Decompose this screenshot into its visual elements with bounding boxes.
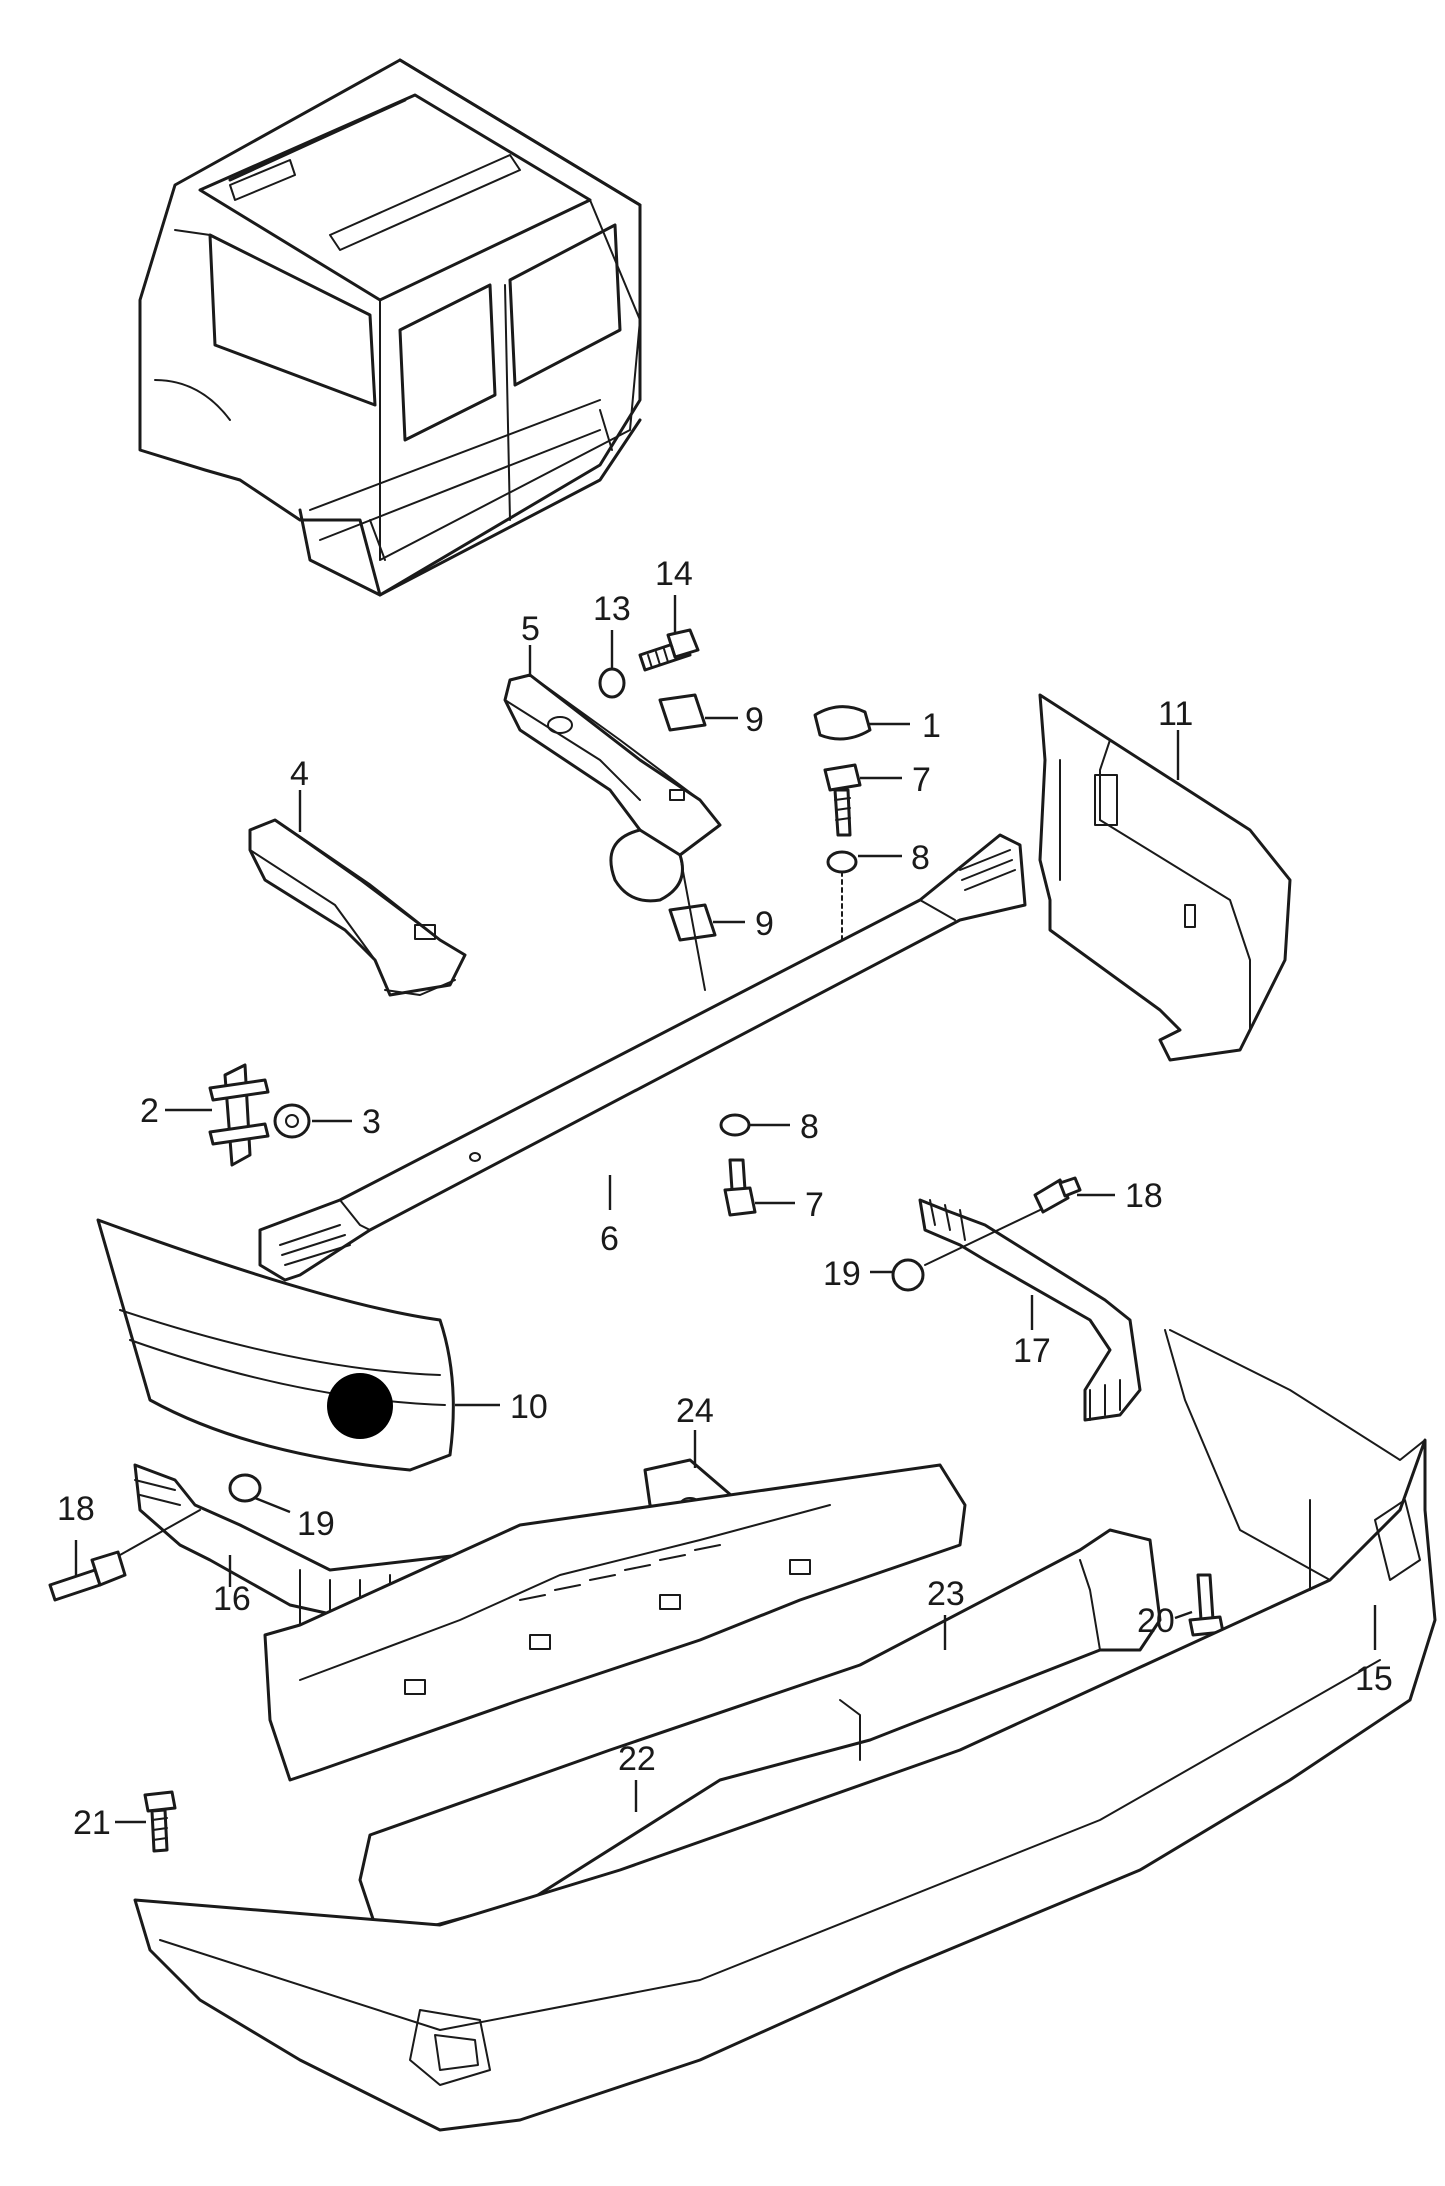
part-2-stud-plate [208, 1063, 270, 1167]
part-4-bracket [248, 818, 467, 997]
callout-9-top: 9 [745, 701, 764, 739]
callout-4: 4 [290, 755, 309, 793]
part-8-washer-lower [719, 1113, 751, 1137]
van-illustration [138, 58, 642, 597]
part-14-bolt [638, 628, 700, 672]
highlight-marker [327, 1373, 393, 1439]
callout-8-top: 8 [911, 839, 930, 877]
callout-13: 13 [593, 590, 631, 628]
part-7-bolt [823, 763, 862, 837]
callout-19-right: 19 [823, 1255, 861, 1293]
callout-labels: 1 2 3 4 5 6 7 7 8 8 9 9 10 11 13 14 15 1… [57, 555, 1393, 1842]
guide-axis-right [924, 1209, 1041, 1266]
part-6-bumper-beam [258, 833, 1027, 1282]
part-1-cap [813, 705, 872, 741]
callout-18-right: 18 [1125, 1177, 1163, 1215]
callout-7-top: 7 [912, 761, 931, 799]
callout-19-left: 19 [297, 1505, 335, 1543]
part-19-grommet-left [228, 1473, 262, 1503]
part-20-screw [1188, 1573, 1225, 1637]
part-7-bolt-lower [723, 1158, 757, 1217]
callout-9-bottom: 9 [755, 905, 774, 943]
guide-axis-left [119, 1509, 201, 1556]
callout-24: 24 [676, 1392, 714, 1430]
clip-axis-line [679, 854, 706, 991]
part-15-bumper-cover [133, 1329, 1437, 2132]
callout-2: 2 [140, 1092, 159, 1130]
callout-8-bottom: 8 [800, 1108, 819, 1146]
callout-21: 21 [73, 1804, 111, 1842]
callout-1: 1 [922, 707, 941, 745]
part-21-screw [143, 1790, 177, 1853]
callout-14: 14 [655, 555, 693, 593]
callout-20: 20 [1137, 1602, 1175, 1640]
part-8-washer [826, 850, 858, 874]
callout-16: 16 [213, 1580, 251, 1618]
callout-11: 11 [1158, 695, 1193, 733]
callout-22: 22 [618, 1740, 656, 1778]
callout-10: 10 [510, 1388, 548, 1426]
callout-23: 23 [927, 1575, 965, 1613]
part-19-grommet-right [891, 1258, 925, 1292]
part-17-guide-right [918, 1198, 1142, 1422]
part-13-washer [598, 667, 626, 699]
callout-17: 17 [1013, 1332, 1051, 1370]
part-18-bolt-right [1033, 1176, 1082, 1214]
part-18-bolt-left [48, 1550, 127, 1602]
part-3-nut [273, 1103, 311, 1139]
callout-5: 5 [521, 610, 540, 648]
callout-18-left: 18 [57, 1490, 95, 1528]
part-9-clip [658, 693, 707, 732]
callout-15: 15 [1355, 1660, 1393, 1698]
leader-lines [74, 595, 1377, 1824]
part-22-absorber [263, 1463, 967, 1782]
callout-6: 6 [600, 1220, 619, 1258]
callout-7-bottom: 7 [805, 1186, 824, 1224]
part-5-bracket [503, 673, 722, 903]
part-11-corner-cap [1038, 693, 1292, 1062]
callout-3: 3 [362, 1103, 381, 1141]
